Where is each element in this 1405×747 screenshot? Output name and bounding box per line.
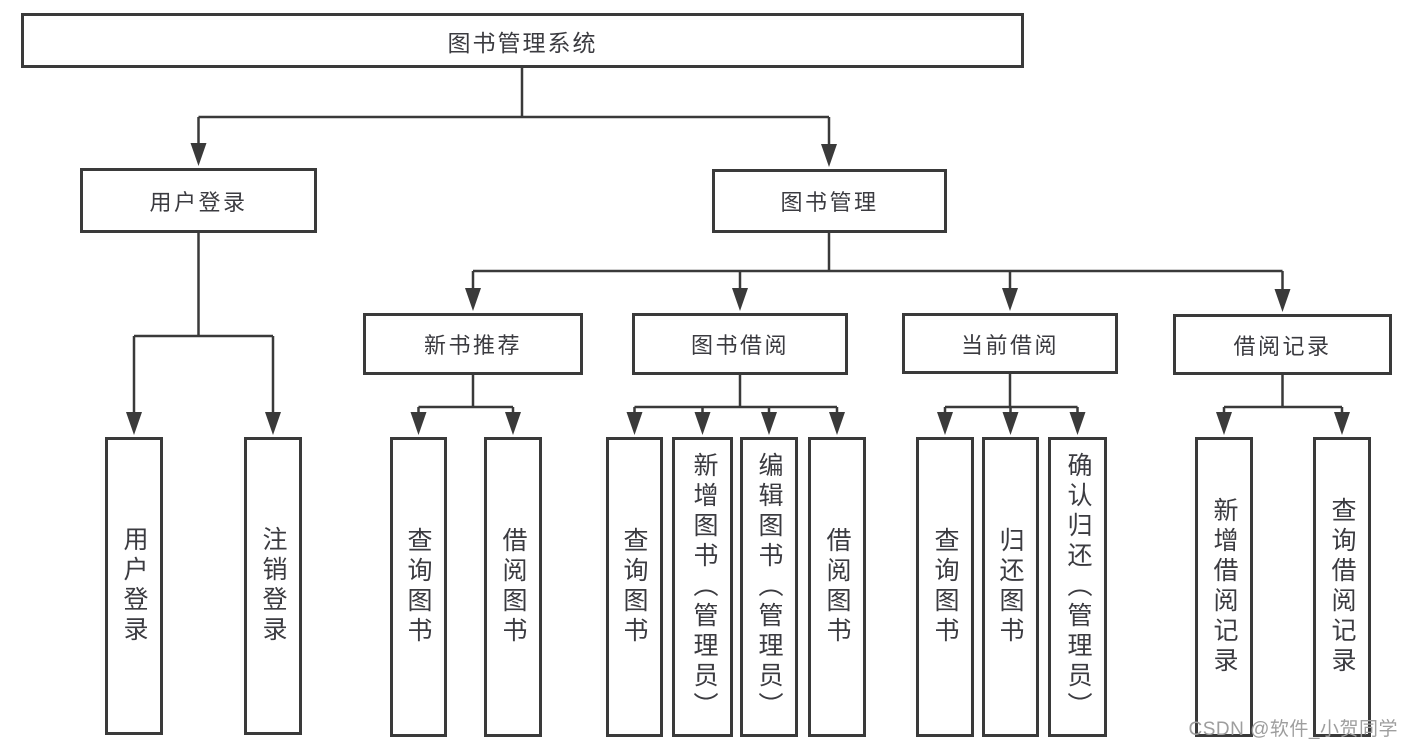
node-book-management: 图书管理 xyxy=(712,169,947,233)
node-current-borrow: 当前借阅 xyxy=(902,313,1118,374)
leaf-query-borrow-record: 查询借阅记录 xyxy=(1313,437,1371,737)
node-book-borrow: 图书借阅 xyxy=(632,313,848,375)
node-user-login: 用户登录 xyxy=(80,168,317,233)
leaf-borrow-books-borrow: 借阅图书 xyxy=(808,437,866,737)
node-borrow-records: 借阅记录 xyxy=(1173,314,1392,375)
leaf-add-borrow-record: 新增借阅记录 xyxy=(1195,437,1253,737)
node-new-book-recommend: 新书推荐 xyxy=(363,313,583,375)
node-root-library-system: 图书管理系统 xyxy=(21,13,1024,68)
leaf-logout-login: 注销登录 xyxy=(244,437,302,735)
leaf-query-books-current: 查询图书 xyxy=(916,437,974,737)
leaf-user-login: 用户登录 xyxy=(105,437,163,735)
csdn-watermark: CSDN @软件_小贺同学 xyxy=(1188,719,1398,740)
leaf-confirm-return-admin: 确认归还（管理员） xyxy=(1048,437,1107,737)
leaf-borrow-books-recommend: 借阅图书 xyxy=(484,437,542,737)
leaf-edit-book-admin: 编辑图书（管理员） xyxy=(740,437,798,737)
leaf-query-books-borrow: 查询图书 xyxy=(606,437,663,737)
leaf-add-book-admin: 新增图书（管理员） xyxy=(672,437,733,737)
leaf-return-books: 归还图书 xyxy=(982,437,1039,737)
leaf-query-books-recommend: 查询图书 xyxy=(390,437,447,737)
